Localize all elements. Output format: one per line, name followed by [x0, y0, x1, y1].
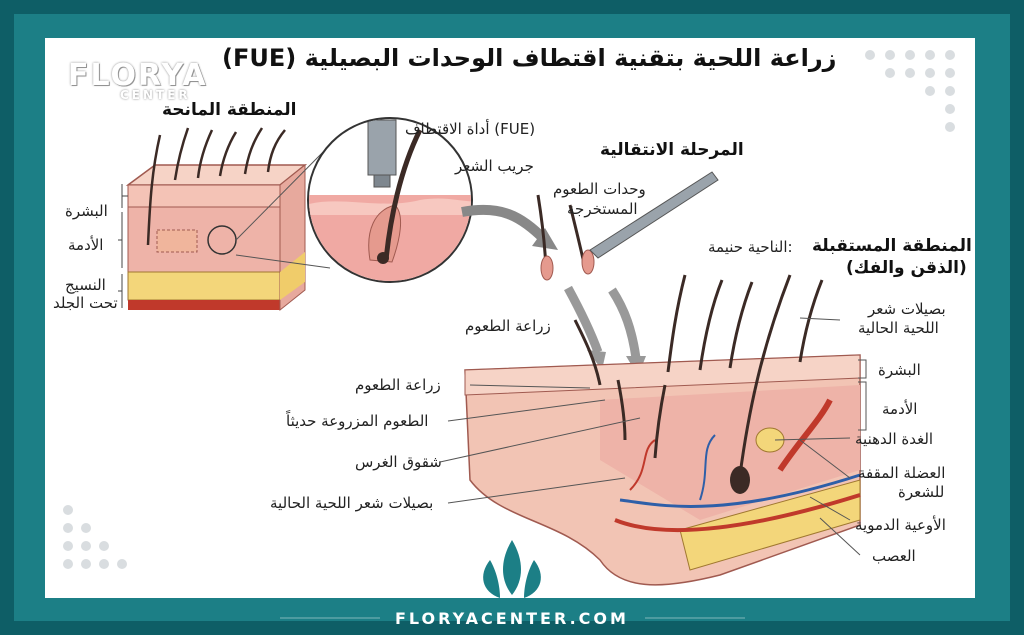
arrow-down-2	[608, 287, 641, 359]
donor-label-subcutaneous-1: النسيج	[65, 276, 106, 294]
donor-label-epidermis: البشرة	[65, 202, 108, 220]
label-new-grafts: الطعوم المزروعة حديثاً	[286, 412, 429, 430]
recipient-hairs	[573, 274, 824, 476]
transition-label-2: المستخرجة	[567, 200, 638, 218]
transition-heading: المرحلة الانتقالية	[600, 140, 744, 160]
donor-label-dermis: الأدمة	[68, 236, 104, 254]
label-vessels: الأوعية الدموية	[855, 516, 946, 534]
label-existing-1: بصيلات شعر	[868, 300, 946, 318]
dots-top-right	[865, 50, 955, 132]
recipient-heading: المنطقة المستقبلة	[812, 236, 972, 256]
donor-skin-block	[125, 163, 308, 312]
label-existing-follicles-left: بصيلات شعر اللحية الحالية	[270, 494, 434, 512]
label-dermis: الأدمة	[882, 400, 918, 418]
transition-label-1: وحدات الطعوم	[553, 180, 646, 198]
label-arrector-1: العضلة المقفة	[858, 464, 946, 482]
bottom-emblem	[483, 540, 541, 598]
label-slits: شقوق الغرس	[355, 453, 442, 471]
callout-label-follicle: جريب الشعر	[455, 157, 534, 175]
donor-hairs	[146, 127, 286, 246]
zoom-callout	[235, 117, 473, 283]
callout-label-tool: أداة الاقتطاف (FUE)	[405, 120, 536, 138]
label-graft: زراعة الطعوم	[355, 376, 441, 394]
brand-logo-sub: CENTER	[120, 88, 191, 102]
page-title: زراعة اللحية بتقنية اقتطاف الوحدات البصي…	[222, 44, 837, 72]
label-sebaceous: الغدة الدهنية	[855, 430, 934, 448]
label-nerve: العصب	[872, 547, 916, 565]
donor-label-subcutaneous-2: تحت الجلد	[53, 294, 118, 312]
footer-url: FLORYACENTER.COM	[395, 609, 629, 628]
recipient-skin-block	[464, 354, 861, 586]
donor-brackets	[118, 184, 128, 308]
brand-logo: FLORYA	[68, 58, 208, 93]
label-epidermis: البشرة	[878, 361, 921, 379]
dots-bottom-left	[63, 505, 127, 569]
label-graft-top: زراعة الطعوم	[465, 317, 551, 335]
recipient-subheading-prefix: الناحية حنيمة:	[708, 238, 793, 256]
leader-lines	[439, 317, 867, 556]
arrow-to-transition	[461, 204, 549, 244]
donor-heading: المنطقة المانحة	[162, 100, 297, 120]
label-arrector-2: للشعرة	[898, 483, 945, 501]
extracted-grafts	[536, 171, 719, 281]
recipient-subheading-bold: (الذقن والفك)	[846, 258, 967, 278]
label-existing-2: اللحية الحالية	[858, 319, 939, 337]
arrow-down-1	[564, 285, 603, 354]
